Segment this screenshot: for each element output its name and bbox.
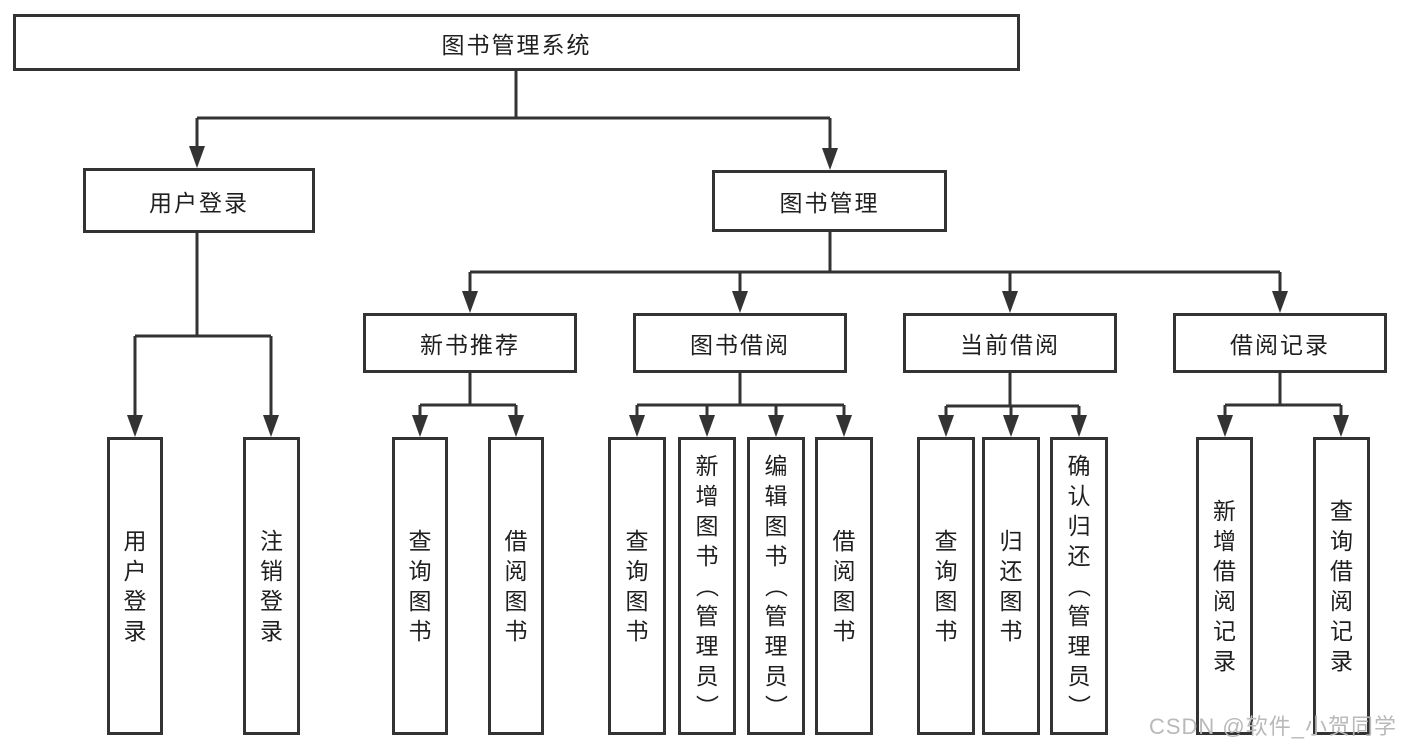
leaf-rec-query-books: 查询图书: [392, 437, 448, 735]
node-root-system: 图书管理系统: [13, 14, 1020, 71]
leaf-current-confirm-return-admin: 确认归还（管理员）: [1050, 437, 1108, 735]
node-book-borrow: 图书借阅: [633, 313, 847, 373]
leaf-current-return-books: 归还图书: [982, 437, 1040, 735]
leaf-user-login: 用户登录: [107, 437, 163, 735]
node-new-book-recommend: 新书推荐: [363, 313, 577, 373]
leaf-records-query-record: 查询借阅记录: [1313, 437, 1370, 735]
leaf-borrow-edit-books-admin: 编辑图书（管理员）: [747, 437, 805, 735]
leaf-logout: 注销登录: [243, 437, 300, 735]
leaf-records-add-record: 新增借阅记录: [1196, 437, 1253, 735]
node-borrow-records: 借阅记录: [1173, 313, 1387, 373]
csdn-watermark: CSDN @软件_小贺同学: [1148, 714, 1397, 739]
leaf-borrow-borrow-books: 借阅图书: [815, 437, 873, 735]
leaf-borrow-query-books: 查询图书: [608, 437, 666, 735]
node-current-borrow: 当前借阅: [903, 313, 1117, 373]
leaf-current-query-books: 查询图书: [917, 437, 975, 735]
node-user-login: 用户登录: [83, 168, 315, 233]
leaf-borrow-add-books-admin: 新增图书（管理员）: [678, 437, 736, 735]
node-book-management: 图书管理: [712, 170, 947, 232]
leaf-rec-borrow-books: 借阅图书: [488, 437, 544, 735]
